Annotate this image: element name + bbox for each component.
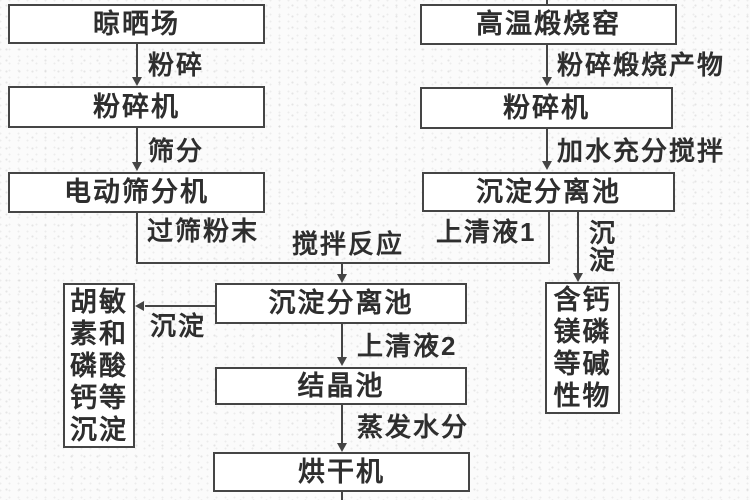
arrow-down-icon [337,357,347,366]
node-crusher-right-label: 粉碎机 [503,92,590,123]
node-kiln: 高温煅烧窑 [420,4,677,45]
edge-label-stir-reaction: 搅拌反应 [292,229,405,259]
node-crystallization-pool-label: 结晶池 [297,370,385,401]
arrow-down-icon [337,443,347,452]
edge-label-sieve: 筛分 [148,136,205,166]
node-dryer: 烘干机 [213,452,470,492]
edge-label-sieved-powder: 过筛粉末 [147,216,260,246]
connector-dryingyard-crusher [136,44,138,77]
connector-crusher-sieve [136,128,138,162]
node-crusher-right: 粉碎机 [420,87,673,129]
connector-sieve-merge [136,213,138,264]
node-electric-sieve: 电动筛分机 [8,172,265,213]
arrow-down-icon [573,273,583,282]
arrow-down-icon [132,77,142,86]
arrow-down-icon [542,77,552,86]
edge-label-add-water-stir: 加水充分搅拌 [557,136,726,166]
arrow-left-icon [135,301,144,311]
edge-label-supernatant-2: 上清液2 [357,331,458,361]
edge-label-precipitate-right: 沉淀 [589,218,616,275]
node-alkaline-product-label: 含钙镁磷等碱性物 [553,285,612,411]
node-humin-precipitate-output: 胡敏素和磷酸钙等沉淀 [63,283,135,448]
node-settling-pool-mid: 沉淀分离池 [215,283,467,324]
arrow-down-icon [337,274,347,283]
connector-settling-alkaline [577,212,579,273]
node-dryer-label: 烘干机 [298,456,385,487]
edge-label-evaporate-water: 蒸发水分 [357,412,470,442]
node-kiln-label: 高温煅烧窑 [476,9,621,39]
connector-merge-settlingmid [341,262,343,274]
edge-label-supernatant-1: 上清液1 [436,217,537,247]
edge-label-precipitate-left: 沉淀 [150,311,207,341]
connector-supernatant1-merge [548,212,550,264]
connector-dryer-bottom-stub [341,492,343,500]
arrow-down-icon [542,161,552,170]
node-drying-yard-label: 晾晒场 [93,8,180,39]
node-settling-pool-right-label: 沉淀分离池 [476,176,621,207]
connector-crystallization-dryer [341,405,343,443]
connector-kiln-top-stub [546,0,548,4]
node-alkaline-product-output: 含钙镁磷等碱性物 [545,282,620,414]
edge-label-crush: 粉碎 [148,50,205,80]
node-settling-pool-mid-label: 沉淀分离池 [268,288,414,318]
node-settling-pool-right: 沉淀分离池 [422,172,675,212]
connector-merge-rail [136,262,550,264]
connector-crusher-settling [546,129,548,161]
node-crusher-left-label: 粉碎机 [93,91,180,122]
node-crystallization-pool: 结晶池 [215,367,467,405]
node-drying-yard: 晾晒场 [8,4,265,44]
node-crusher-left: 粉碎机 [8,86,265,128]
connector-settlingmid-humin [145,305,215,307]
edge-label-crush-calcined-product: 粉碎煅烧产物 [557,50,726,80]
node-humin-precipitate-label: 胡敏素和磷酸钙等沉淀 [70,286,128,445]
arrow-down-icon [132,162,142,171]
node-electric-sieve-label: 电动筛分机 [64,177,209,207]
connector-kiln-crusher [546,45,548,77]
connector-settlingmid-crystallization [341,324,343,358]
